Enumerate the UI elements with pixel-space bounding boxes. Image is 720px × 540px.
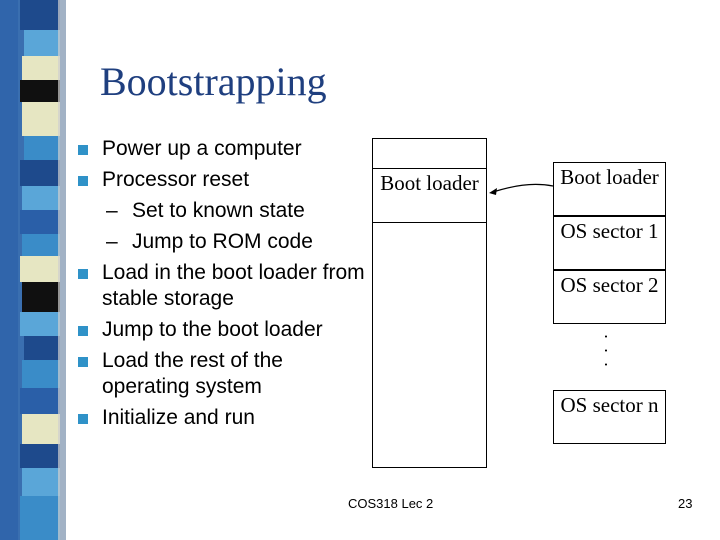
disk-block-label: Boot loader — [560, 165, 659, 189]
sub-bullet-item: – Set to known state — [76, 198, 376, 224]
disk-block: Boot loader — [553, 162, 666, 216]
bullet-list: Power up a computer Processor reset – Se… — [76, 136, 376, 436]
sub-bullet-item: – Jump to ROM code — [76, 229, 376, 255]
slide-title: Bootstrapping — [100, 59, 327, 104]
bullet-item: Processor reset — [76, 167, 376, 193]
bullet-item: Initialize and run — [76, 405, 376, 431]
sub-bullet-text: Jump to ROM code — [132, 230, 313, 253]
ellipsis: . . . — [601, 334, 621, 370]
disk-block-label: OS sector 2 — [560, 273, 659, 297]
bullet-item: Jump to the boot loader — [76, 317, 376, 343]
bullet-text: Initialize and run — [102, 406, 255, 429]
square-bullet-icon — [78, 357, 88, 367]
disk-block-label: OS sector 1 — [560, 219, 659, 243]
memory-diagram: Boot loader — [372, 138, 487, 468]
bullet-text: Jump to the boot loader — [102, 318, 323, 341]
memory-top-cell — [373, 139, 486, 169]
disk-block-last: OS sector n — [553, 390, 666, 444]
square-bullet-icon — [78, 145, 88, 155]
bullet-text: Power up a computer — [102, 137, 302, 160]
dash-icon: – — [106, 230, 118, 253]
dash-icon: – — [106, 199, 118, 222]
bullet-item: Load the rest of the operating system — [76, 348, 376, 400]
disk-block-label: OS sector n — [560, 393, 659, 417]
square-bullet-icon — [78, 176, 88, 186]
bullet-item: Load in the boot loader from stable stor… — [76, 260, 376, 312]
stripe-pattern — [0, 0, 66, 540]
square-bullet-icon — [78, 269, 88, 279]
disk-block: OS sector 2 — [553, 270, 666, 324]
disk-block: OS sector 1 — [553, 216, 666, 270]
ellipsis-text: . . . — [601, 334, 621, 370]
decorative-stripe — [0, 0, 66, 540]
footer-page-number: 23 — [678, 496, 693, 511]
bullet-text: Processor reset — [102, 168, 250, 191]
bullet-text: Load in the boot loader from stable stor… — [102, 261, 365, 310]
square-bullet-icon — [78, 414, 88, 424]
sub-bullet-text: Set to known state — [132, 199, 305, 222]
memory-boot-loader-label: Boot loader — [380, 171, 479, 195]
memory-boot-loader-cell: Boot loader — [373, 169, 486, 223]
bullet-item: Power up a computer — [76, 136, 376, 162]
square-bullet-icon — [78, 326, 88, 336]
bullet-text: Load the rest of the operating system — [102, 349, 283, 398]
copy-arrow-icon — [489, 183, 554, 195]
footer-course: COS318 Lec 2 — [348, 496, 434, 511]
